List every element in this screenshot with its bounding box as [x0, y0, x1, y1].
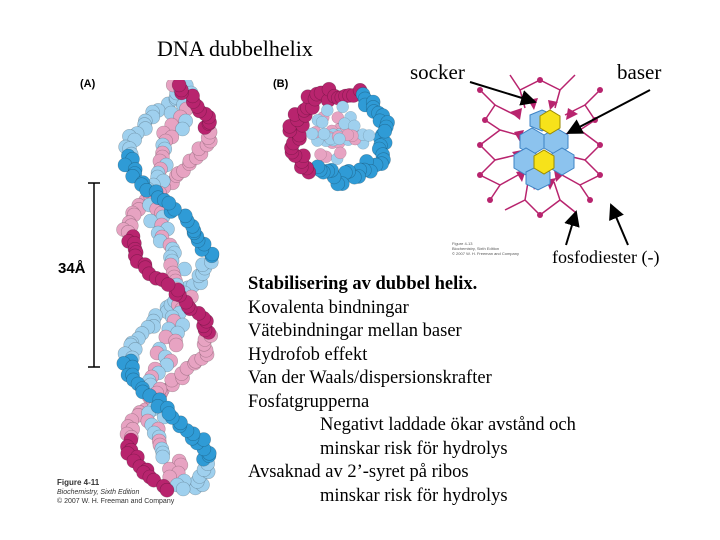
figure-caption-book: Biochemistry, Sixth Edition: [57, 488, 174, 497]
text-line: Fosfatgrupperna: [248, 391, 576, 415]
panel-a-label: (A): [80, 78, 95, 90]
stabilization-text: Stabilisering av dubbel helix. Kovalenta…: [248, 273, 576, 508]
text-line: Avsaknad av 2’-syret på ribos: [248, 461, 576, 485]
bases-label: baser: [617, 60, 661, 85]
schematic-caption-copyright: © 2007 W. H. Freeman and Company: [452, 251, 519, 256]
text-line-indented: minskar risk för hydrolys: [248, 485, 576, 509]
dna-helix-model: [100, 80, 240, 500]
slide-title: DNA dubbelhelix: [157, 36, 313, 62]
text-line: Kovalenta bindningar: [248, 297, 576, 321]
schematic-caption: Figure 4-13 Biochemistry, Sixth Edition …: [452, 241, 519, 256]
text-line-indented: minskar risk för hydrolys: [248, 438, 576, 462]
text-line-indented: Negativt laddade ökar avstånd och: [248, 414, 576, 438]
text-line: Vätebindningar mellan baser: [248, 320, 576, 344]
phosphodiester-label: fosfodiester (-): [552, 247, 659, 268]
sugar-label: socker: [410, 60, 465, 85]
text-line: Hydrofob effekt: [248, 344, 576, 368]
dna-top-view-model: [268, 78, 413, 193]
text-line: Van der Waals/dispersionskrafter: [248, 367, 576, 391]
figure-caption: Figure 4-11 Biochemistry, Sixth Edition …: [57, 478, 174, 506]
text-heading: Stabilisering av dubbel helix.: [248, 273, 576, 297]
figure-caption-copyright: © 2007 W. H. Freeman and Company: [57, 497, 174, 506]
distance-label: 34Å: [58, 260, 86, 277]
dna-cross-section-diagram: [450, 60, 620, 235]
figure-caption-title: Figure 4-11: [57, 478, 99, 487]
